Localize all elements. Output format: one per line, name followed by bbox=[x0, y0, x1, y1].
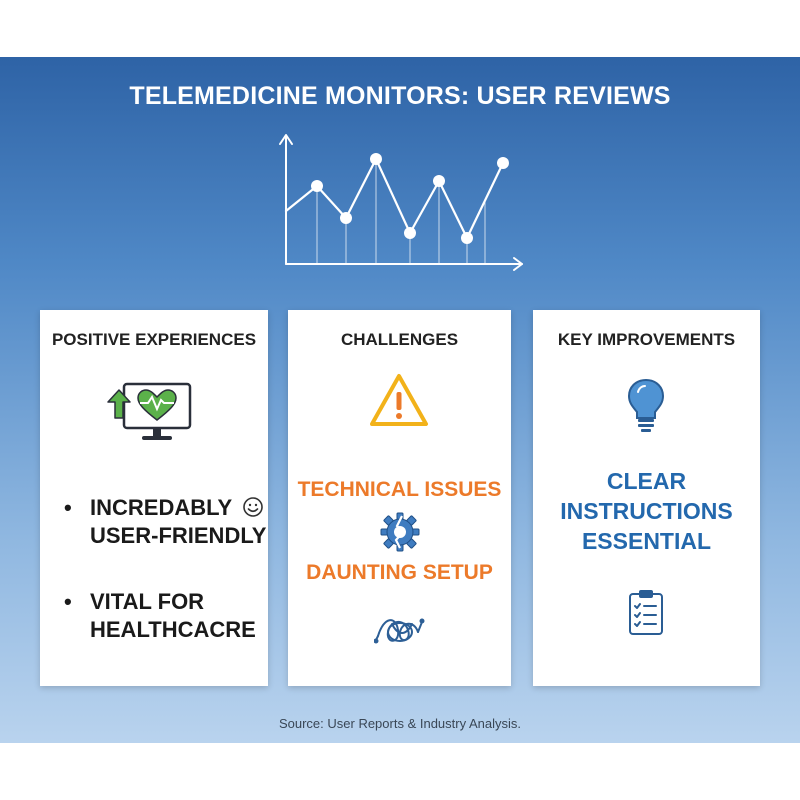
page-title: TELEMEDICINE MONITORS: USER REVIEWS bbox=[129, 82, 671, 110]
chart-point bbox=[497, 157, 509, 169]
bullet-item: • INCREDABLY USER-FRIENDLY bbox=[64, 494, 274, 554]
line-chart-icon bbox=[279, 134, 523, 271]
bullet-line: INCREDABLY bbox=[90, 495, 232, 520]
improvement-text: CLEAR INSTRUCTIONS ESSENTIAL bbox=[533, 466, 760, 556]
lightbulb-icon bbox=[627, 378, 665, 432]
chart-x-axis-arrow bbox=[513, 257, 523, 271]
chart-point bbox=[311, 180, 323, 192]
source-caption: Source: User Reports & Industry Analysis… bbox=[278, 716, 522, 731]
improvement-line: CLEAR bbox=[606, 468, 687, 494]
card-challenges: CHALLENGES TECHNICAL ISSUES DAUNTING SET… bbox=[288, 310, 511, 686]
bullet-line: USER-FRIENDLY bbox=[90, 523, 267, 548]
bullet-dot: • bbox=[64, 589, 72, 614]
chart-y-axis-arrow bbox=[279, 134, 293, 145]
tangled-cable-icon bbox=[374, 618, 425, 644]
card-title: CHALLENGES bbox=[340, 330, 459, 349]
challenge-item: DAUNTING SETUP bbox=[306, 561, 493, 584]
improvement-line: ESSENTIAL bbox=[581, 528, 712, 554]
chart-trend-line bbox=[284, 157, 505, 240]
monitor-heart-upward-arrow-icon bbox=[107, 382, 192, 440]
chart-point bbox=[340, 212, 352, 224]
card-positive-experiences: POSITIVE EXPERIENCES • INCREDABLY USER-F… bbox=[40, 310, 268, 686]
smiley-face-icon bbox=[243, 497, 263, 517]
card-title: POSITIVE EXPERIENCES bbox=[51, 330, 257, 349]
warning-triangle-icon bbox=[370, 374, 428, 426]
chart-point bbox=[370, 153, 382, 165]
chart-point bbox=[433, 175, 445, 187]
card-key-improvements: KEY IMPROVEMENTS CLEAR INSTRUCTIONS ESSE… bbox=[533, 310, 760, 686]
clipboard-checklist-icon bbox=[629, 590, 663, 635]
bullet-dot: • bbox=[64, 495, 72, 520]
challenge-item: TECHNICAL ISSUES bbox=[297, 478, 502, 501]
broken-gear-icon bbox=[380, 512, 420, 552]
improvement-line: INSTRUCTIONS bbox=[560, 498, 733, 524]
bullet-line: HEALTHCACRE bbox=[90, 617, 256, 642]
bullet-item: • VITAL FOR HEALTHCACRE bbox=[64, 588, 274, 648]
chart-point bbox=[461, 232, 473, 244]
bullet-line: VITAL FOR bbox=[90, 589, 205, 614]
chart-point bbox=[404, 227, 416, 239]
card-title: KEY IMPROVEMENTS bbox=[557, 330, 736, 349]
